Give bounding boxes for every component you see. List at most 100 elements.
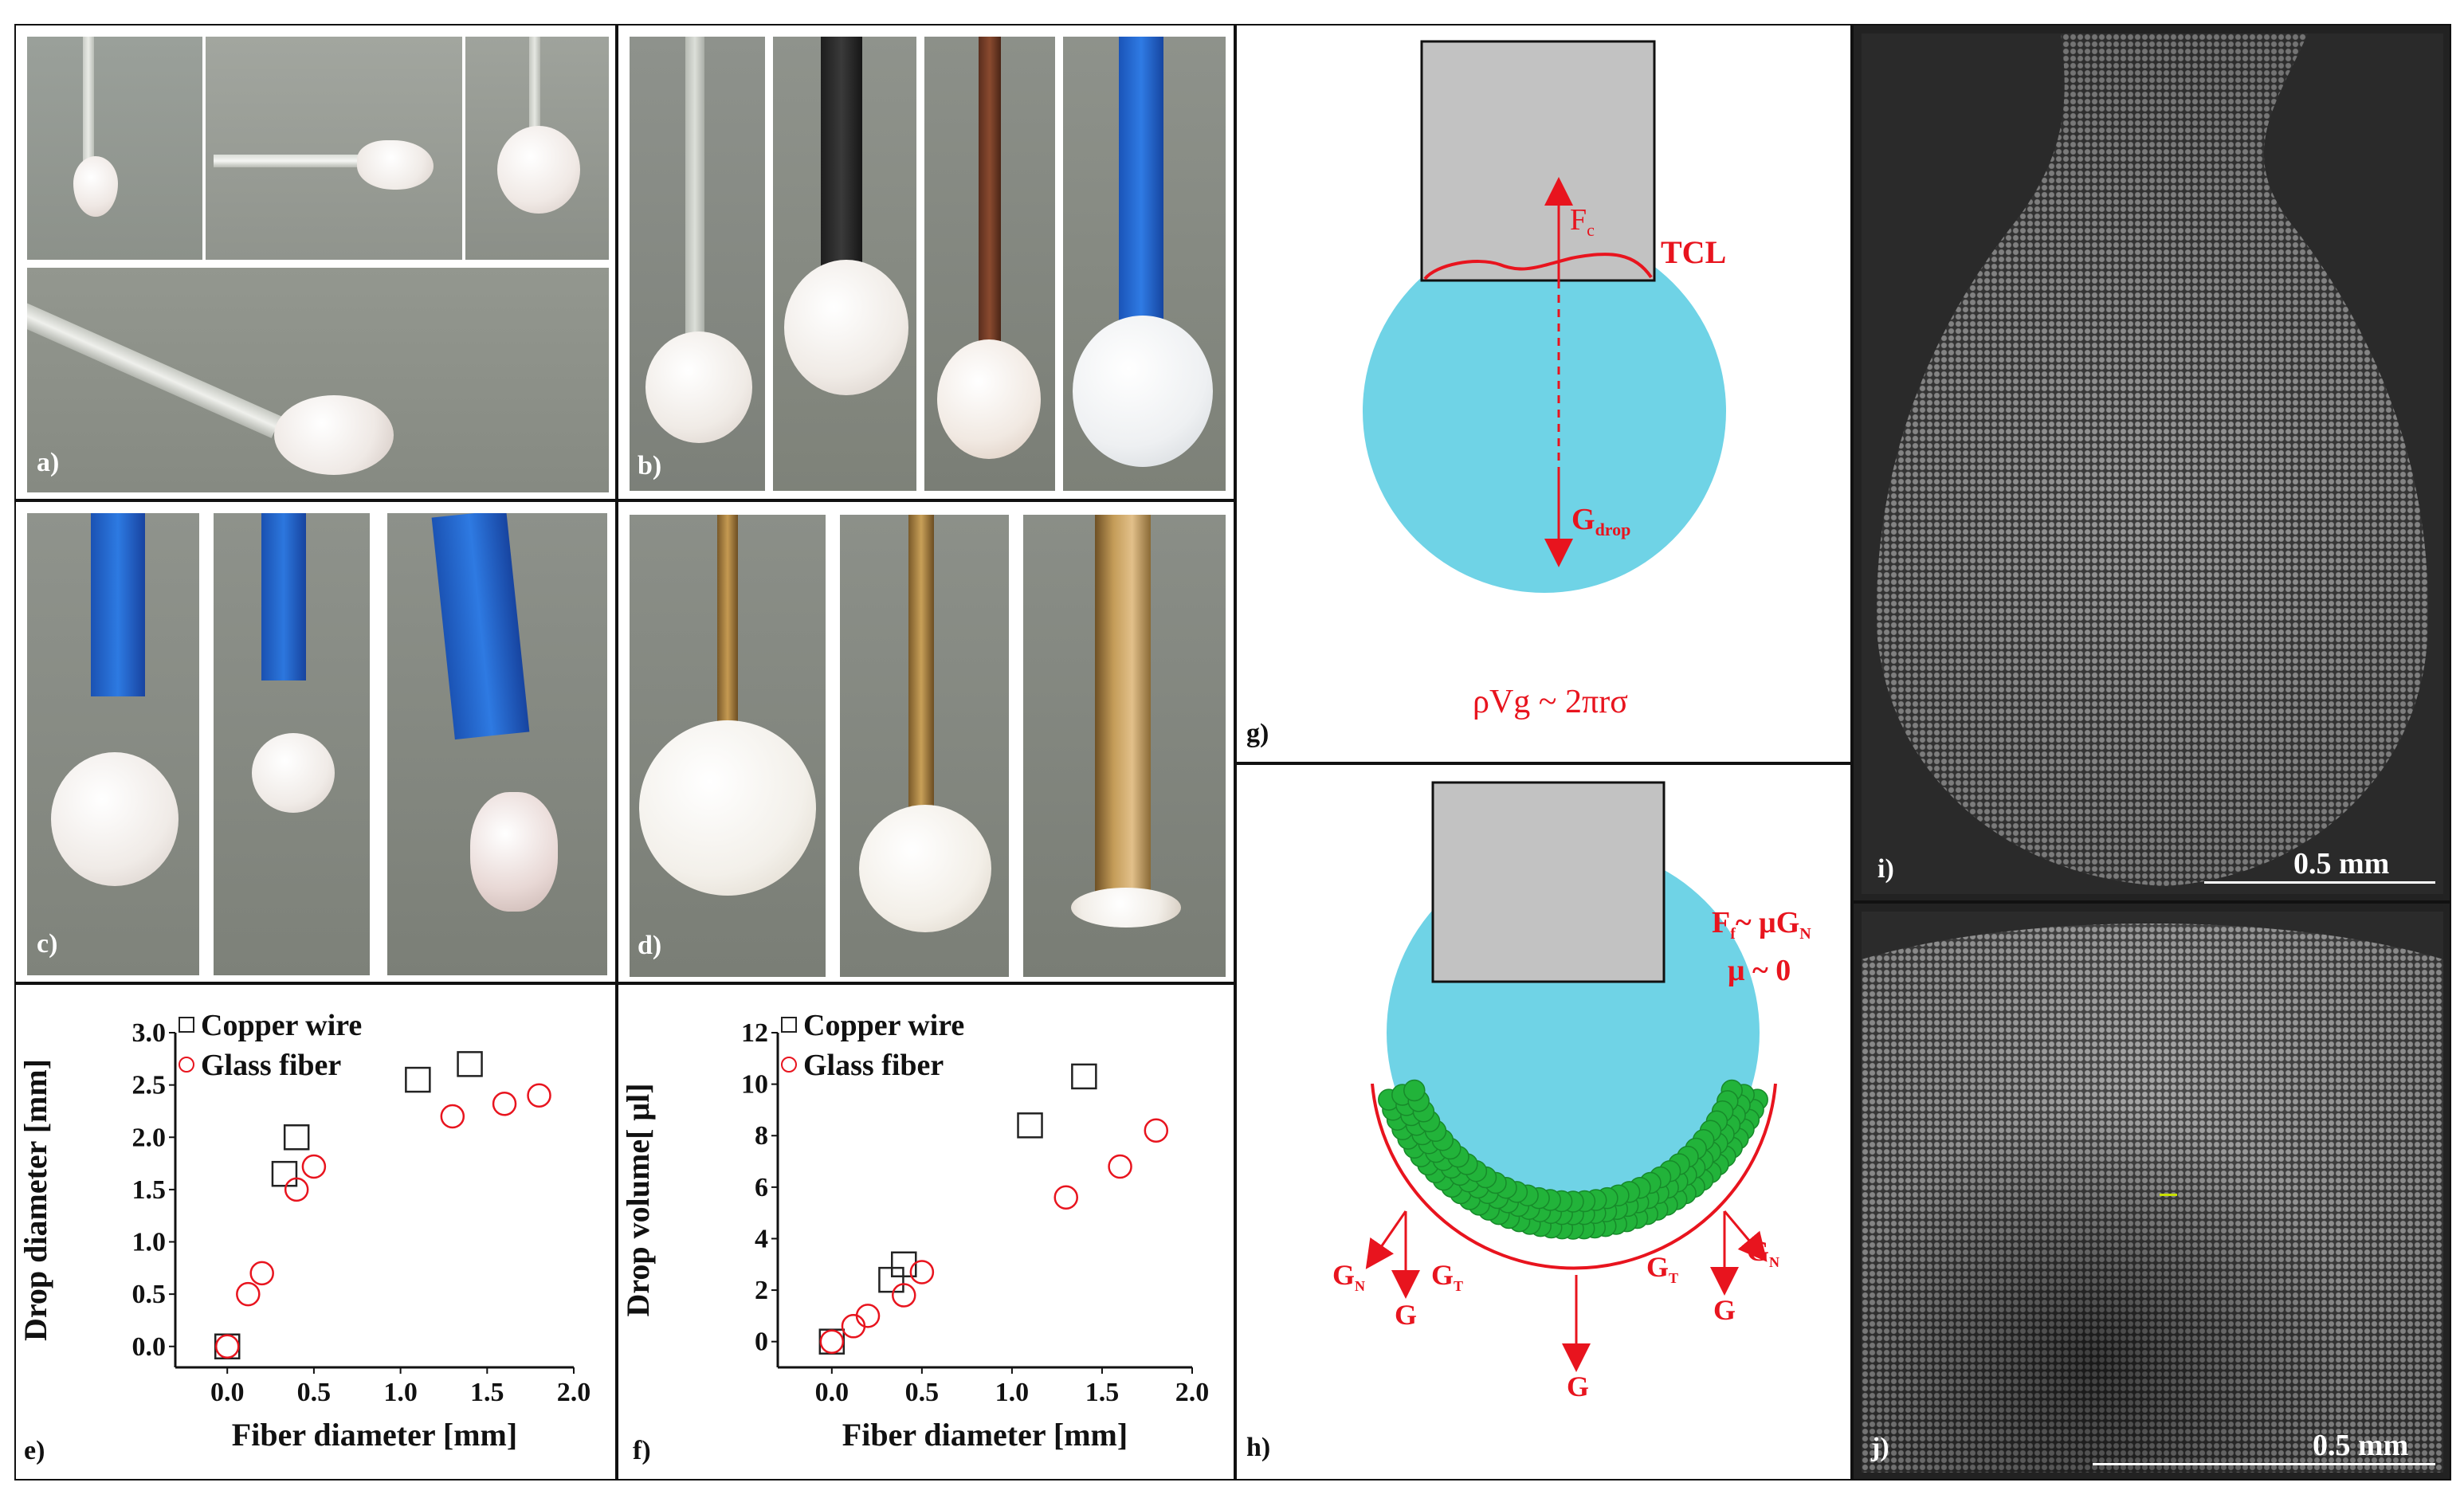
sem-marker xyxy=(2160,1194,2177,1196)
photo-c1 xyxy=(27,513,199,975)
copper-wire xyxy=(908,515,934,818)
balance-equation: ρVg ~ 2πrσ xyxy=(1473,684,1628,720)
panel-label-d: d) xyxy=(638,931,662,960)
panel-g: Fc TCL Gdrop ρVg ~ 2πrσ g) xyxy=(1235,24,1852,763)
gravity-label: Gdrop xyxy=(1571,503,1630,539)
panel-label-i: i) xyxy=(1877,854,1894,884)
gn-right-arrow xyxy=(1723,1210,1768,1262)
diagram-g: Fc TCL Gdrop ρVg ~ 2πrσ xyxy=(1363,40,1726,720)
copper-wire xyxy=(1095,515,1151,897)
drop xyxy=(639,720,816,896)
data-point-copper xyxy=(283,1124,310,1151)
copper-wire xyxy=(717,515,738,754)
y-tick-label: 2.0 xyxy=(132,1123,167,1152)
photo-a1 xyxy=(27,37,202,260)
y-tick-label: 12 xyxy=(741,1018,768,1048)
y-tick-label: 0.5 xyxy=(132,1280,167,1309)
blue-fiber xyxy=(431,513,530,740)
data-point-copper xyxy=(1017,1112,1043,1139)
sem-drop-surface xyxy=(1862,912,2443,1473)
particle-layer xyxy=(1378,1079,1768,1240)
legend-marker-circle xyxy=(179,1057,194,1073)
scale-label-i: 0.5 mm xyxy=(2293,847,2390,880)
scale-label-j: 0.5 mm xyxy=(2313,1429,2409,1462)
drop xyxy=(357,140,434,190)
friction-label: Ff~ μGN xyxy=(1712,906,1811,943)
data-point-glass xyxy=(284,1177,309,1202)
panel-c: c) xyxy=(14,500,617,983)
drop xyxy=(859,805,991,932)
drop xyxy=(252,733,335,813)
legend-marker-circle xyxy=(781,1057,797,1073)
shell-outline xyxy=(1371,1083,1777,1270)
tcl-label: TCL xyxy=(1661,234,1726,270)
photo-c2 xyxy=(214,513,370,975)
photo-a3 xyxy=(465,37,609,260)
legend-marker-square xyxy=(179,1017,194,1033)
data-point-glass xyxy=(819,1329,845,1354)
data-point-copper xyxy=(271,1160,298,1187)
data-point-copper xyxy=(891,1251,917,1278)
data-point-glass xyxy=(214,1334,240,1359)
data-point-glass xyxy=(527,1083,551,1108)
data-point-glass xyxy=(909,1260,935,1284)
panel-label-b: b) xyxy=(638,451,662,480)
sem-image-i: 0.5 mm xyxy=(1862,33,2443,894)
gn-left-arrow xyxy=(1365,1210,1407,1269)
glass-fiber xyxy=(214,155,373,167)
blue-fiber xyxy=(261,513,306,680)
drop xyxy=(274,395,394,475)
liquid-drop xyxy=(1363,229,1726,593)
data-point-glass xyxy=(301,1154,327,1179)
gn-left-label: GN xyxy=(1332,1259,1365,1294)
data-point-glass xyxy=(841,1314,866,1339)
glass-fiber xyxy=(83,37,94,172)
panel-label-f: f) xyxy=(633,1436,651,1465)
photo-b2 xyxy=(773,37,916,491)
panel-a: a) xyxy=(14,24,617,500)
data-point-glass xyxy=(855,1304,881,1328)
scale-bar-i xyxy=(2204,881,2435,884)
sem-image-j: 0.5 mm xyxy=(1862,912,2443,1473)
particle xyxy=(1403,1079,1426,1102)
y-tick-label: 6 xyxy=(755,1173,768,1202)
drop xyxy=(1073,316,1213,467)
x-tick-label: 2.0 xyxy=(1175,1378,1210,1407)
panel-j: 0.5 mm j) xyxy=(1852,902,2451,1481)
panel-d: d) xyxy=(617,500,1235,983)
panel-h: Ff~ μGN μ ~ 0 GN GT G G GT GN G h) xyxy=(1235,763,1852,1481)
data-point-glass xyxy=(249,1261,274,1286)
legend-label: Copper wire xyxy=(803,1009,964,1042)
data-point-copper xyxy=(1071,1063,1097,1090)
copper-wire xyxy=(979,37,1001,355)
x-tick-label: 0.0 xyxy=(210,1378,245,1407)
photo-a4 xyxy=(27,268,609,492)
contact-line xyxy=(1423,253,1653,280)
y-tick-label: 2 xyxy=(755,1276,768,1305)
g-left-label: G xyxy=(1395,1299,1417,1331)
x-tick-label: 1.5 xyxy=(470,1378,504,1407)
data-point-glass xyxy=(236,1281,261,1307)
legend-label: Glass fiber xyxy=(201,1049,341,1082)
sem-drop-body xyxy=(1862,33,2443,894)
mu-label: μ ~ 0 xyxy=(1728,954,1791,987)
drop xyxy=(51,752,179,886)
glass-fiber xyxy=(685,37,704,339)
drop xyxy=(937,339,1041,459)
y-axis-label: Drop volume[ μl] xyxy=(620,1083,656,1316)
gn-right-label: GN xyxy=(1747,1235,1779,1270)
x-axis-label: Fiber diameter [mm] xyxy=(842,1417,1128,1453)
panel-label-a: a) xyxy=(37,448,60,477)
drop xyxy=(1071,888,1181,928)
substrate-block xyxy=(1431,781,1666,983)
data-point-glass xyxy=(892,1283,916,1308)
photo-a2 xyxy=(206,37,462,260)
photo-b3 xyxy=(924,37,1055,491)
data-point-glass xyxy=(1053,1185,1078,1210)
gt-left-label: GT xyxy=(1431,1259,1463,1294)
y-tick-label: 4 xyxy=(755,1224,768,1253)
blue-fiber xyxy=(1119,37,1163,339)
